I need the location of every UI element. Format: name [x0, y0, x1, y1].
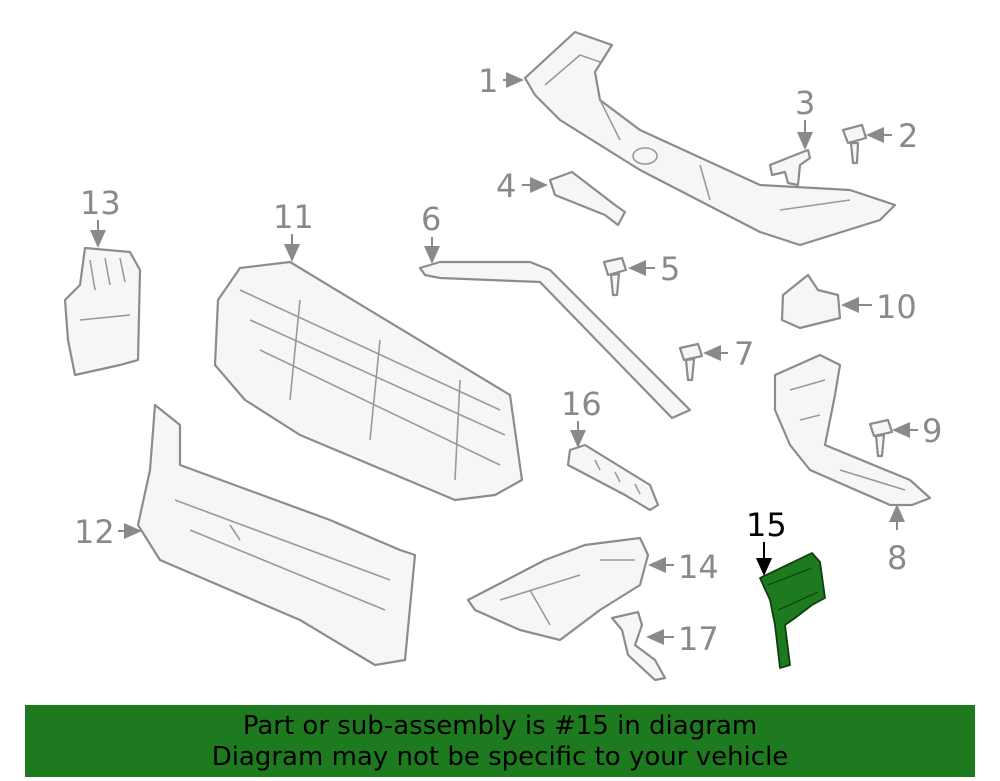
callout-1: 1 — [478, 62, 498, 100]
callout-17: 17 — [678, 620, 719, 658]
callout-7: 7 — [734, 335, 754, 373]
part-16-bracket — [566, 443, 660, 512]
callout-6: 6 — [421, 200, 441, 238]
part-4-bracket — [548, 170, 627, 227]
callout-2: 2 — [898, 117, 918, 155]
notice-line-2: Diagram may not be specific to your vehi… — [211, 742, 789, 772]
callout-13: 13 — [80, 184, 121, 222]
callout-8: 8 — [887, 539, 907, 577]
callout-5: 5 — [660, 250, 680, 288]
part-13-side-air-guide — [63, 246, 142, 377]
callout-12: 12 — [74, 513, 115, 551]
callout-9: 9 — [922, 412, 942, 450]
callout-10: 10 — [876, 288, 917, 326]
part-6-strut — [418, 260, 692, 420]
part-5-screw — [602, 256, 628, 297]
callout-14: 14 — [678, 548, 719, 586]
notice-line-1: Part or sub-assembly is #15 in diagram — [242, 711, 758, 741]
part-3-bracket — [768, 148, 812, 187]
part-9-screw — [868, 418, 894, 458]
part-15-air-guide-highlighted — [759, 552, 826, 669]
part-10-bracket — [780, 273, 842, 330]
callout-3: 3 — [795, 84, 815, 122]
notice-banner: Part or sub-assembly is #15 in diagram D… — [25, 705, 975, 777]
part-8-side-bracket — [773, 353, 932, 507]
callout-16: 16 — [561, 385, 602, 423]
callout-15: 15 — [746, 506, 787, 544]
callout-11: 11 — [273, 198, 314, 236]
part-17-bracket — [610, 610, 667, 682]
part-1-upper-tie-bar — [523, 30, 897, 247]
part-2-bolt — [841, 123, 868, 165]
part-11-radiator-frame — [213, 260, 524, 502]
parts-diagram: 1 2 3 4 5 6 7 8 — [63, 30, 942, 682]
part-7-screw — [678, 342, 704, 382]
callout-4: 4 — [496, 167, 516, 205]
part-14-air-duct — [466, 536, 650, 642]
